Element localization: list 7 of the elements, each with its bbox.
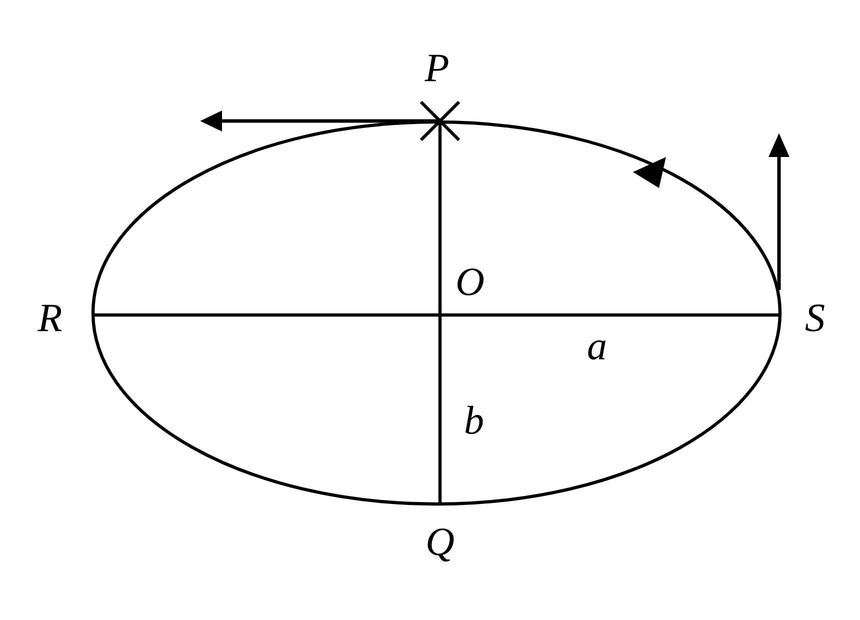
- point-label: O: [458, 268, 484, 296]
- point-label: b: [466, 406, 483, 434]
- point-label: P: [424, 54, 448, 82]
- point-label: a: [588, 340, 606, 360]
- point-label: R: [38, 304, 62, 332]
- point-label: S: [805, 304, 824, 332]
- point-label: Q: [428, 528, 454, 562]
